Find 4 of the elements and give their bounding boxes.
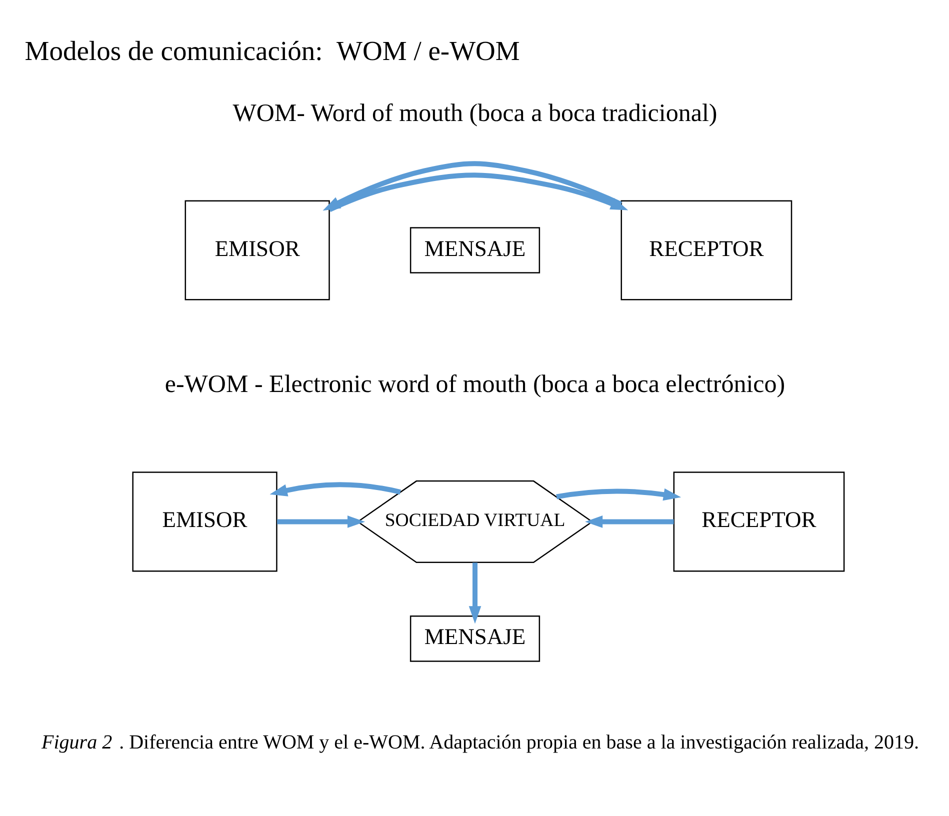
label: WOM- Word of mouth (boca a boca tradicional)	[232, 99, 717, 126]
label: e-WOM - Electronic word of mouth (boca a boca electrónico)	[164, 370, 785, 398]
diagram-title: Modelos de comunicación: WOM / e-WOM	[24, 34, 520, 66]
caption: Figura 2 . Diferencia entre WOM y el e-WOM. Adaptación propia en base a la investigación realizada, 2019.	[41, 731, 918, 754]
